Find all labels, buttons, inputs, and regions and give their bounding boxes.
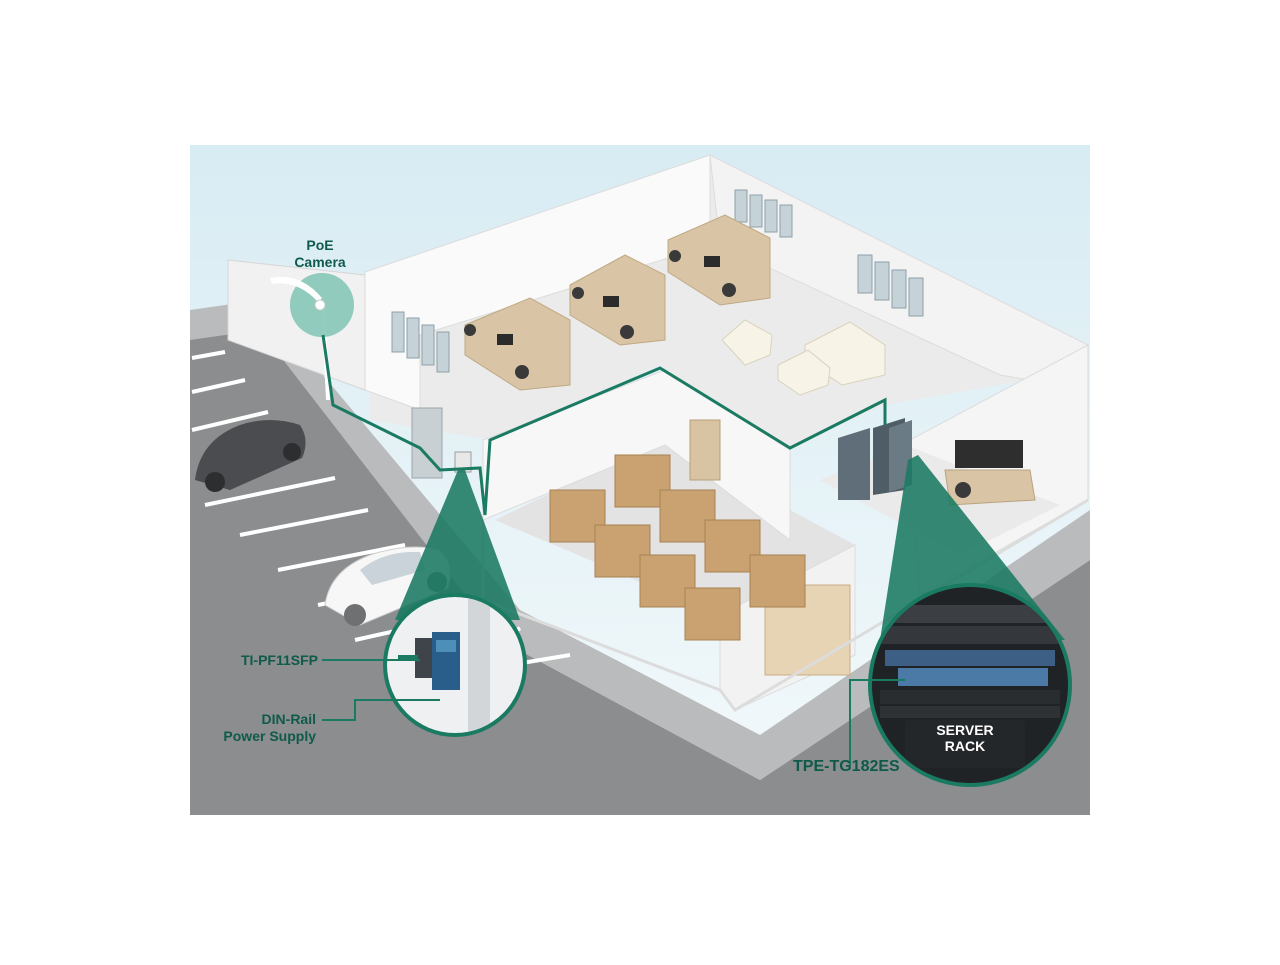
network-switch-icon bbox=[885, 650, 1055, 686]
tpe-tg182es-label: TPE-TG182ES bbox=[793, 758, 923, 775]
server-rack-label: SERVER RACK bbox=[915, 722, 1015, 754]
warehouse-door bbox=[690, 420, 720, 480]
control-desk bbox=[945, 440, 1035, 505]
ti-pf11sfp-label: TI-PF11SFP bbox=[200, 652, 318, 669]
poe-camera-label: PoE Camera bbox=[280, 237, 360, 271]
din-rail-power-supply-label: DIN-Rail Power Supply bbox=[180, 711, 316, 745]
